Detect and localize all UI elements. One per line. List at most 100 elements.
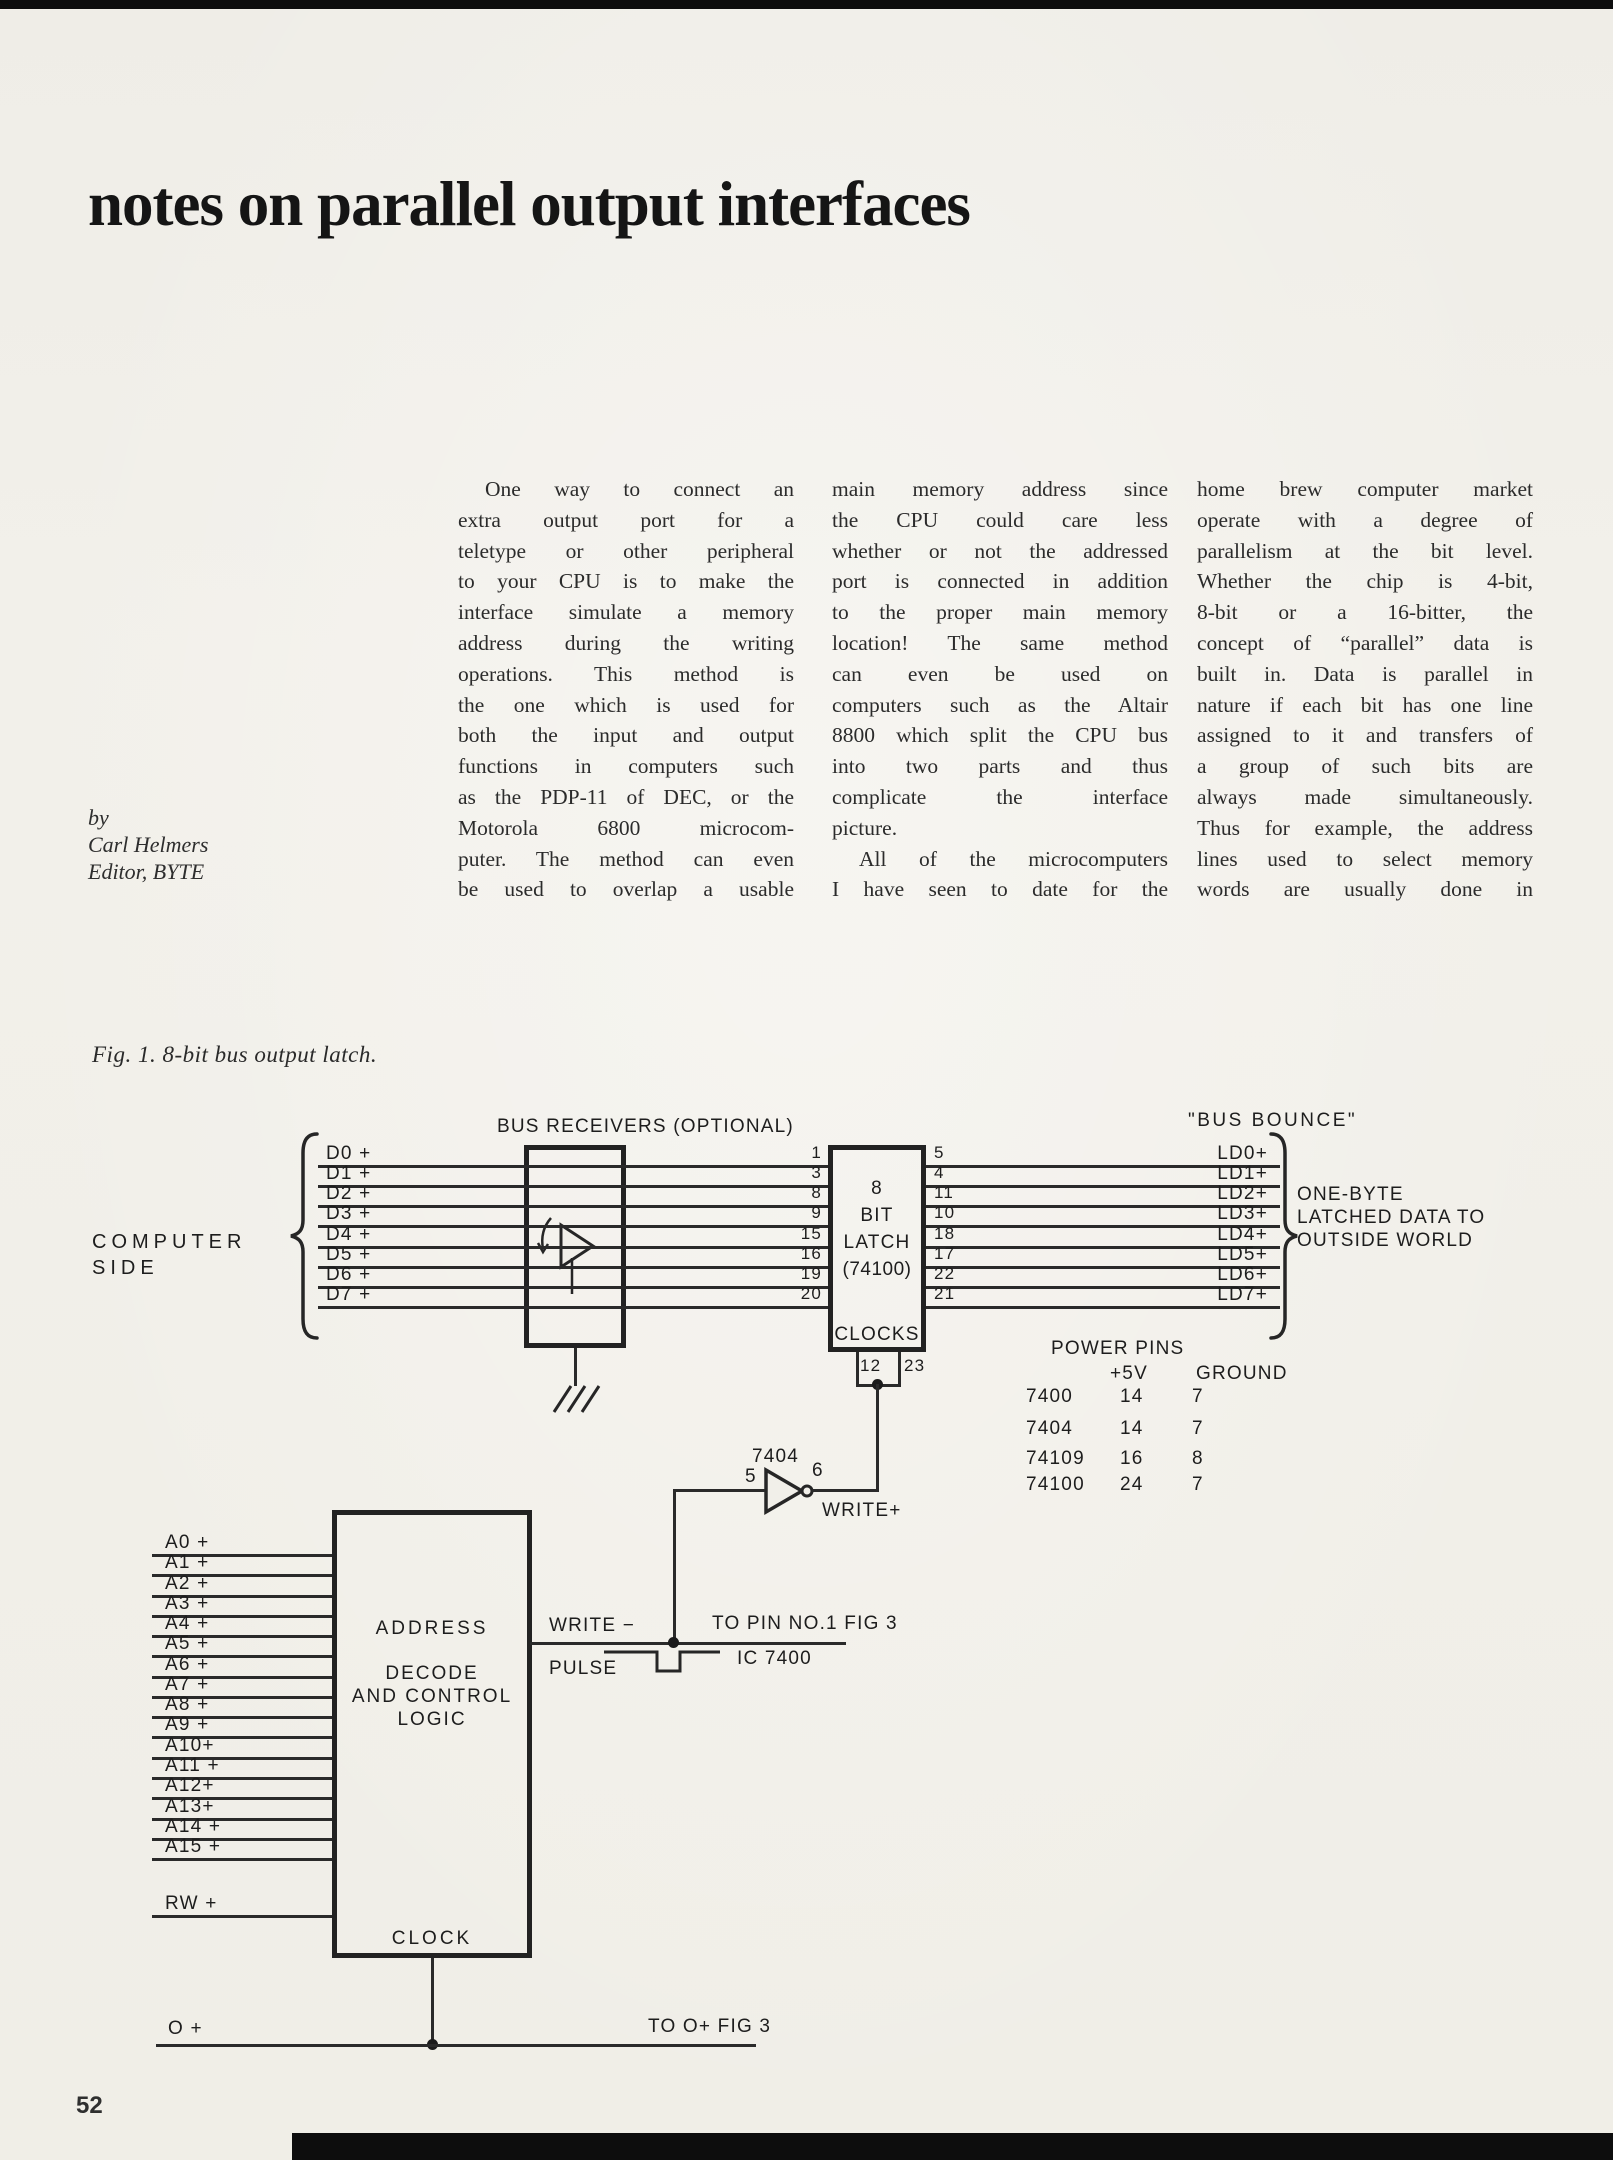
inverter-output-wire bbox=[812, 1489, 878, 1492]
article-line: picture. bbox=[832, 815, 898, 840]
article-line: Thus for example, the address bbox=[1197, 815, 1533, 840]
article-line: complicate the interface bbox=[832, 784, 1168, 809]
address-input-label: A14 + bbox=[165, 1816, 222, 1837]
power-pins-part: 7404 bbox=[1026, 1418, 1074, 1439]
power-pins-header-ground: GROUND bbox=[1196, 1363, 1288, 1384]
latch-title-line1: 8 bbox=[871, 1178, 883, 1199]
address-input-label: A6 + bbox=[165, 1654, 210, 1675]
bus-wire-right bbox=[926, 1266, 1280, 1269]
latched-output-label: LD4+ bbox=[1217, 1224, 1268, 1245]
output-note-line2: LATCHED DATA TO bbox=[1297, 1207, 1486, 1228]
address-input-label: A12+ bbox=[165, 1775, 215, 1796]
article-line: to the proper main memory bbox=[832, 600, 1168, 625]
power-pins-part: 7400 bbox=[1026, 1386, 1074, 1407]
article-line: operations. This method is bbox=[458, 661, 794, 686]
address-wire bbox=[152, 1777, 332, 1780]
latch-input-pin: 20 bbox=[800, 1284, 822, 1303]
to-phi-note: TO O+ FIG 3 bbox=[648, 2016, 772, 2037]
address-input-label: A10+ bbox=[165, 1735, 215, 1756]
to-pin-note: TO PIN NO.1 FIG 3 bbox=[712, 1613, 898, 1634]
article-line: home brew computer market bbox=[1197, 477, 1533, 501]
latch-output-pin: 4 bbox=[934, 1163, 945, 1182]
phi-wire bbox=[156, 2044, 756, 2047]
address-input-label: A5 + bbox=[165, 1633, 210, 1654]
latch-output-pin: 18 bbox=[934, 1224, 956, 1243]
byline-author: Carl Helmers bbox=[88, 832, 209, 857]
scan-edge-top bbox=[0, 0, 1613, 9]
bus-wire-left bbox=[318, 1266, 828, 1269]
address-wire bbox=[152, 1676, 332, 1679]
power-pins-5v-value: 14 bbox=[1120, 1386, 1144, 1407]
article-line: operate with a degree of bbox=[1197, 507, 1533, 532]
power-pins-part: 74100 bbox=[1026, 1474, 1085, 1495]
ground-icon bbox=[552, 1385, 601, 1413]
address-wire bbox=[152, 1635, 332, 1638]
power-pins-5v-value: 16 bbox=[1120, 1448, 1144, 1469]
output-note-line3: OUTSIDE WORLD bbox=[1297, 1230, 1474, 1251]
article-line: puter. The method can even bbox=[458, 846, 794, 871]
write-plus-label: WRITE+ bbox=[822, 1500, 902, 1521]
article-line: I have seen to date for the bbox=[832, 877, 1168, 902]
power-pins-5v-value: 24 bbox=[1120, 1474, 1144, 1495]
power-pins-title: POWER PINS bbox=[1051, 1338, 1185, 1359]
latch-input-pin: 1 bbox=[811, 1143, 822, 1162]
article-line: assigned to it and transfers of bbox=[1197, 723, 1533, 748]
address-input-label: A9 + bbox=[165, 1714, 210, 1735]
write-minus-wire bbox=[530, 1642, 846, 1645]
latched-output-label: LD2+ bbox=[1217, 1183, 1268, 1204]
article-line: parallelism at the bit level. bbox=[1197, 538, 1533, 563]
article-line: One way to connect an bbox=[485, 477, 794, 501]
article-line: functions in computers such bbox=[458, 754, 794, 779]
rw-label: RW + bbox=[165, 1893, 218, 1914]
address-wire bbox=[152, 1655, 332, 1658]
address-wire bbox=[152, 1818, 332, 1821]
article-line: computers such as the Altair bbox=[832, 692, 1168, 717]
latched-output-label: LD5+ bbox=[1217, 1244, 1268, 1265]
latch-output-pin: 5 bbox=[934, 1143, 945, 1162]
power-pins-part: 74109 bbox=[1026, 1448, 1085, 1469]
article-line: into two parts and thus bbox=[832, 754, 1168, 779]
article-line: the one which is used for bbox=[458, 692, 794, 717]
byline-role: Editor, BYTE bbox=[88, 859, 205, 884]
bus-input-label: D7 + bbox=[326, 1284, 372, 1305]
clock-pin-12: 12 bbox=[860, 1356, 882, 1375]
bus-bounce-label: "BUS BOUNCE" bbox=[1188, 1110, 1358, 1131]
address-input-label: A8 + bbox=[165, 1694, 210, 1715]
article-line: main memory address since bbox=[832, 477, 1168, 501]
bus-wire-right bbox=[926, 1286, 1280, 1289]
address-input-label: A15 + bbox=[165, 1836, 222, 1857]
inverter-pin-out-label: 6 bbox=[812, 1460, 824, 1481]
latch-input-pin: 8 bbox=[811, 1183, 822, 1202]
latched-output-label: LD6+ bbox=[1217, 1264, 1268, 1285]
bus-wire-right bbox=[926, 1185, 1280, 1188]
article-line: teletype or other peripheral bbox=[458, 538, 794, 563]
output-brace bbox=[1269, 1132, 1298, 1340]
computer-side-brace bbox=[290, 1132, 319, 1340]
article-line: 8-bit or a 16-bitter, the bbox=[1197, 600, 1533, 625]
ic-7400-note: IC 7400 bbox=[737, 1648, 812, 1669]
article-line: lines used to select memory bbox=[1197, 846, 1533, 871]
inverter-icon bbox=[764, 1466, 814, 1516]
bus-receiver-buffer-icon bbox=[536, 1217, 596, 1294]
article-line: Whether the chip is 4-bit, bbox=[1197, 569, 1533, 594]
bus-wire-left bbox=[318, 1205, 828, 1208]
article-line: as the PDP-11 of DEC, or the bbox=[458, 784, 794, 809]
article-line: nature if each bit has one line bbox=[1197, 692, 1533, 717]
latched-output-label: LD0+ bbox=[1217, 1143, 1268, 1164]
scan-edge-bottom bbox=[292, 2133, 1613, 2160]
address-wire bbox=[152, 1615, 332, 1618]
article-line: concept of “parallel” data is bbox=[1197, 630, 1533, 655]
latch-input-pin: 9 bbox=[811, 1203, 822, 1222]
address-wire bbox=[152, 1696, 332, 1699]
bus-receivers-label: BUS RECEIVERS (OPTIONAL) bbox=[497, 1116, 794, 1137]
address-wire bbox=[152, 1574, 332, 1577]
clock-label: CLOCK bbox=[391, 1928, 473, 1949]
power-pins-ground-value: 7 bbox=[1192, 1386, 1204, 1407]
power-pins-header-5v: +5V bbox=[1110, 1363, 1148, 1384]
address-wire bbox=[152, 1838, 332, 1841]
inverter-pin-in-label: 5 bbox=[745, 1466, 757, 1487]
bus-wire-right bbox=[926, 1225, 1280, 1228]
pulse-waveform-icon bbox=[604, 1650, 720, 1673]
